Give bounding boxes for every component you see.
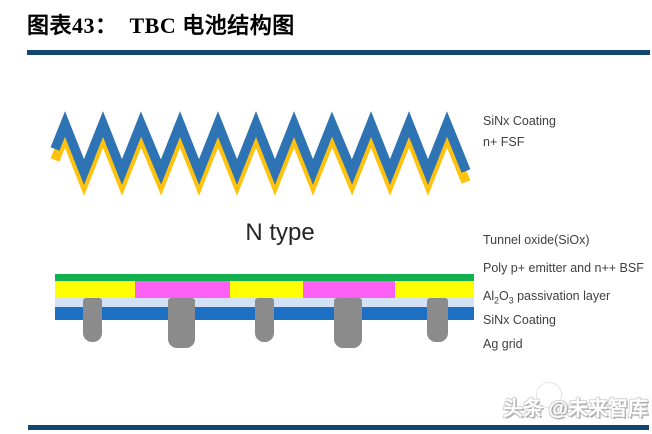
- label-poly-emitter-bsf: Poly p+ emitter and n++ BSF: [483, 261, 644, 275]
- label-sinx-coating-front: SiNx Coating: [483, 114, 556, 128]
- sinx-coating-zigzag-layer: [50, 111, 471, 185]
- emitter-region: [135, 281, 230, 298]
- ag-grid-contact: [334, 298, 362, 348]
- footer-rule: [28, 425, 649, 430]
- ag-grid-contact: [427, 298, 448, 342]
- label-n-fsf: n+ FSF: [483, 135, 525, 149]
- label-n-type-substrate: N type: [245, 219, 315, 246]
- textured-front-surface: [50, 111, 471, 196]
- ag-grid-contact: [83, 298, 102, 342]
- emitter-region: [303, 281, 395, 298]
- layer-poly-emitter-bsf: [55, 281, 474, 298]
- watermark-logo-circle: [536, 382, 562, 408]
- ag-grid-contact: [255, 298, 274, 342]
- watermark: 头条 @未来智库: [502, 398, 648, 420]
- label-al2o3-passivation: Al2O3 passivation layer: [483, 289, 611, 306]
- label-ag-grid: Ag grid: [483, 337, 523, 351]
- ag-grid-contact: [168, 298, 195, 348]
- layer-tunnel-oxide: [55, 274, 474, 281]
- label-sinx-coating-back: SiNx Coating: [483, 313, 556, 327]
- label-tunnel-oxide: Tunnel oxide(SiOx): [483, 233, 590, 247]
- figure-title: 图表43： TBC 电池结构图: [27, 13, 295, 38]
- header-rule: [27, 50, 650, 55]
